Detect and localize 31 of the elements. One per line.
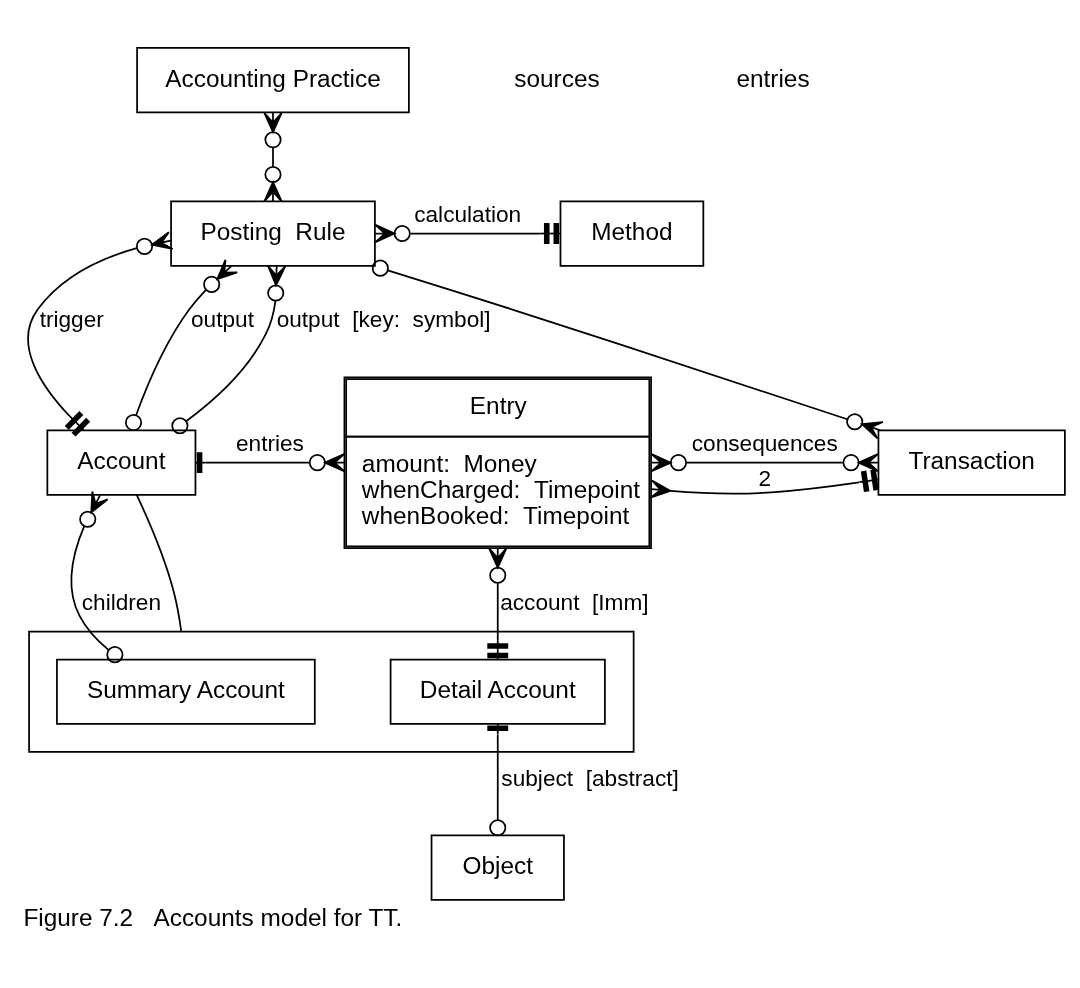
connector: [263, 112, 283, 203]
node-box: Posting Rule: [170, 200, 376, 267]
edge-label: account [Imm]: [500, 588, 649, 615]
connector: [371, 259, 884, 440]
connector: [650, 453, 879, 473]
edge-label: subject [abstract]: [501, 764, 679, 791]
cluster: [28, 630, 635, 753]
node-box: Transaction: [877, 429, 1066, 496]
edge-label: children: [81, 588, 162, 615]
connector: [70, 490, 124, 664]
edge-label: consequences: [691, 430, 838, 457]
edge-label: entries: [235, 430, 304, 457]
edge-label: calculation: [414, 201, 522, 228]
connector: [487, 723, 509, 837]
node-box: Summary Account: [56, 658, 316, 725]
connector: [27, 231, 174, 437]
node-box: Account: [46, 429, 197, 496]
label: sources: [514, 64, 600, 92]
node-box: Method: [559, 200, 705, 267]
label: entries: [736, 64, 810, 92]
node-box: Object: [430, 834, 565, 901]
caption: Figure 7.2 Accounts model for TT.: [23, 904, 403, 932]
node-box: Detail Account: [389, 658, 606, 725]
connector: [135, 494, 183, 633]
connector: [124, 258, 239, 432]
edge-label: output: [190, 306, 254, 333]
edge-label: 2: [758, 464, 772, 491]
edge-label: trigger: [39, 306, 104, 333]
edge-label: output [key: symbol]: [276, 306, 491, 333]
connector: [171, 264, 287, 435]
node-box: Accounting Practice: [136, 47, 410, 114]
